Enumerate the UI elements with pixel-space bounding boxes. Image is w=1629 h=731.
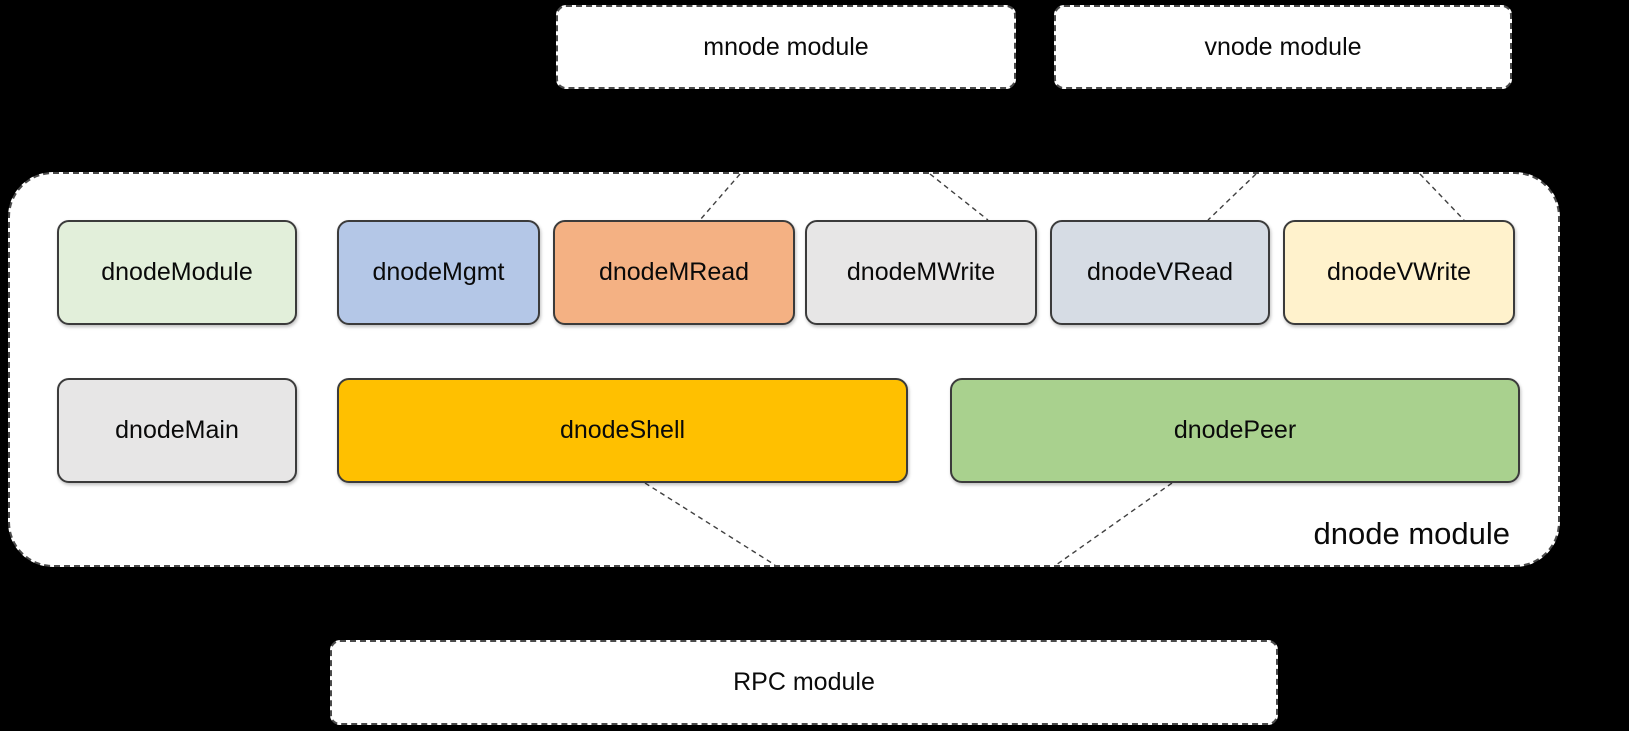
mnode-module-label: mnode module <box>703 32 869 61</box>
box-dnodevwrite-label: dnodeVWrite <box>1326 258 1472 286</box>
box-dnodemgmt: dnodeMgmt <box>337 220 540 325</box>
box-dnodevwrite: dnodeVWrite <box>1283 220 1515 325</box>
box-dnodeshell: dnodeShell <box>337 378 908 483</box>
rpc-module-label: RPC module <box>733 668 875 696</box>
box-dnodemread: dnodeMRead <box>553 220 795 325</box>
box-dnodepeer-label: dnodePeer <box>1173 416 1297 444</box>
box-dnodemain: dnodeMain <box>57 378 297 483</box>
box-dnodeshell-label: dnodeShell <box>559 416 686 444</box>
dnode-module-label: dnode module <box>1313 516 1511 551</box>
box-dnodevread-label: dnodeVRead <box>1087 258 1233 286</box>
box-dnodemain-label: dnodeMain <box>115 416 239 444</box>
box-dnodemread-label: dnodeMRead <box>598 258 750 286</box>
vnode-module-box: vnode module <box>1054 5 1512 89</box>
box-dnodemgmt-label: dnodeMgmt <box>372 258 505 286</box>
mnode-module-box: mnode module <box>556 5 1016 89</box>
vnode-module-label: vnode module <box>1204 32 1362 61</box>
box-dnodepeer: dnodePeer <box>950 378 1520 483</box>
box-dnodemodule: dnodeModule <box>57 220 297 325</box>
box-dnodemodule-label: dnodeModule <box>101 258 253 286</box>
box-dnodemwrite: dnodeMWrite <box>805 220 1037 325</box>
rpc-module-box: RPC module <box>330 640 1278 725</box>
box-dnodemwrite-label: dnodeMWrite <box>846 258 996 286</box>
box-dnodevread: dnodeVRead <box>1050 220 1270 325</box>
